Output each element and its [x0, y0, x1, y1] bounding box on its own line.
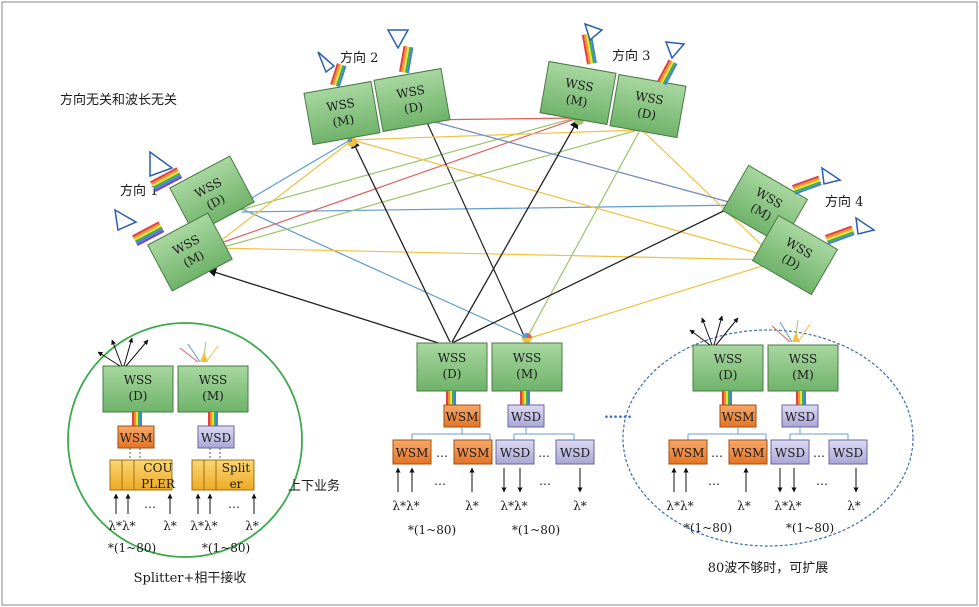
text-label: WSM [732, 446, 765, 460]
direction-3: WSS(M) WSS(D) 方向 3 [539, 22, 687, 139]
text-label: λ* [465, 499, 479, 513]
direction-2: WSS(M) WSS(D) 方向 2 [303, 29, 451, 146]
text-label: *(1~80) [408, 523, 456, 537]
wss-box-label: WSS(M) [325, 96, 358, 131]
text-label: λ*λ* [190, 519, 217, 533]
text-label: WSD [500, 446, 530, 460]
text-label: … [144, 497, 156, 511]
text-label: *(1~80) [786, 521, 834, 535]
wss-box-label: WSS(D) [124, 373, 153, 403]
direction-2-label: 方向 2 [340, 50, 378, 66]
text-label: WSD [833, 446, 863, 460]
text-label: WSD [775, 446, 805, 460]
title-label: 方向无关和波长无关 [60, 92, 177, 108]
more-ellipsis: …… [604, 406, 632, 422]
wss-box-label: WSS(D) [438, 351, 467, 381]
text-label: λ* [847, 499, 861, 513]
right-group: WSS(D) WSS(M) WSM WSD WSM … WSM WSD [622, 315, 914, 547]
updown-label: 上下业务 [288, 478, 340, 494]
text-label: *(1~80) [512, 523, 560, 537]
text-label: … [813, 446, 825, 460]
text-label: λ*λ* [108, 519, 135, 533]
mesh-lines [207, 117, 776, 347]
left-group: WSS(D) WSS(M) WSM WSD [67, 322, 303, 558]
text-label: … [436, 446, 448, 460]
direction-1: WSS(D) WSS(M) 方向 1 [114, 150, 255, 292]
text-label: *(1~80) [108, 541, 156, 555]
text-label: WSM [722, 410, 755, 424]
text-label: … [708, 474, 720, 488]
direction-4: WSS(M) WSS(D) 方向 4 [721, 164, 876, 296]
text-label: … [816, 474, 828, 488]
text-label: … [434, 474, 446, 488]
direction-4-label: 方向 4 [825, 194, 863, 210]
text-label: … [228, 497, 240, 511]
text-label: λ*λ* [666, 499, 693, 513]
text-label: λ*λ* [500, 499, 527, 513]
wss-box-label: WSS(M) [199, 373, 228, 403]
text-label: WSM [120, 431, 153, 445]
wss-box-label: WSS(D) [631, 89, 664, 124]
text-label: λ* [163, 519, 177, 533]
text-label: λ* [737, 499, 751, 513]
text-label: λ*λ* [392, 499, 419, 513]
direction-3-label: 方向 3 [612, 48, 650, 64]
wss-box-label: WSS(M) [789, 352, 818, 382]
wss-box-label: WSS(M) [561, 76, 594, 111]
text-label: WSM [457, 446, 490, 460]
text-label: *(1~80) [202, 541, 250, 555]
text-label: … [538, 446, 550, 460]
wss-box-label: WSS(M) [513, 351, 542, 381]
direction-1-label: 方向 1 [120, 183, 158, 199]
text-label: WSD [511, 410, 541, 424]
wss-box-label: WSS(D) [395, 83, 428, 118]
wss-box-label: WSS(D) [714, 352, 743, 382]
text-label: WSM [446, 410, 479, 424]
text-label: … [711, 446, 723, 460]
text-label: λ*λ* [774, 499, 801, 513]
text-label: WSM [672, 446, 705, 460]
left-caption: Splitter+相干接收 [134, 570, 247, 586]
text-label: WSD [201, 431, 231, 445]
text-label: λ* [245, 519, 259, 533]
text-label: *(1~80) [684, 521, 732, 535]
center-group: WSS(D) WSS(M) WSM WSD WSM … WSM WSD … WS… [392, 342, 595, 537]
right-caption: 80波不够时，可扩展 [708, 561, 829, 576]
text-label: WSM [396, 446, 429, 460]
text-label: WSD [785, 410, 815, 424]
text-label: λ* [573, 499, 587, 513]
text-label: … [539, 474, 551, 488]
text-label: WSD [560, 446, 590, 460]
